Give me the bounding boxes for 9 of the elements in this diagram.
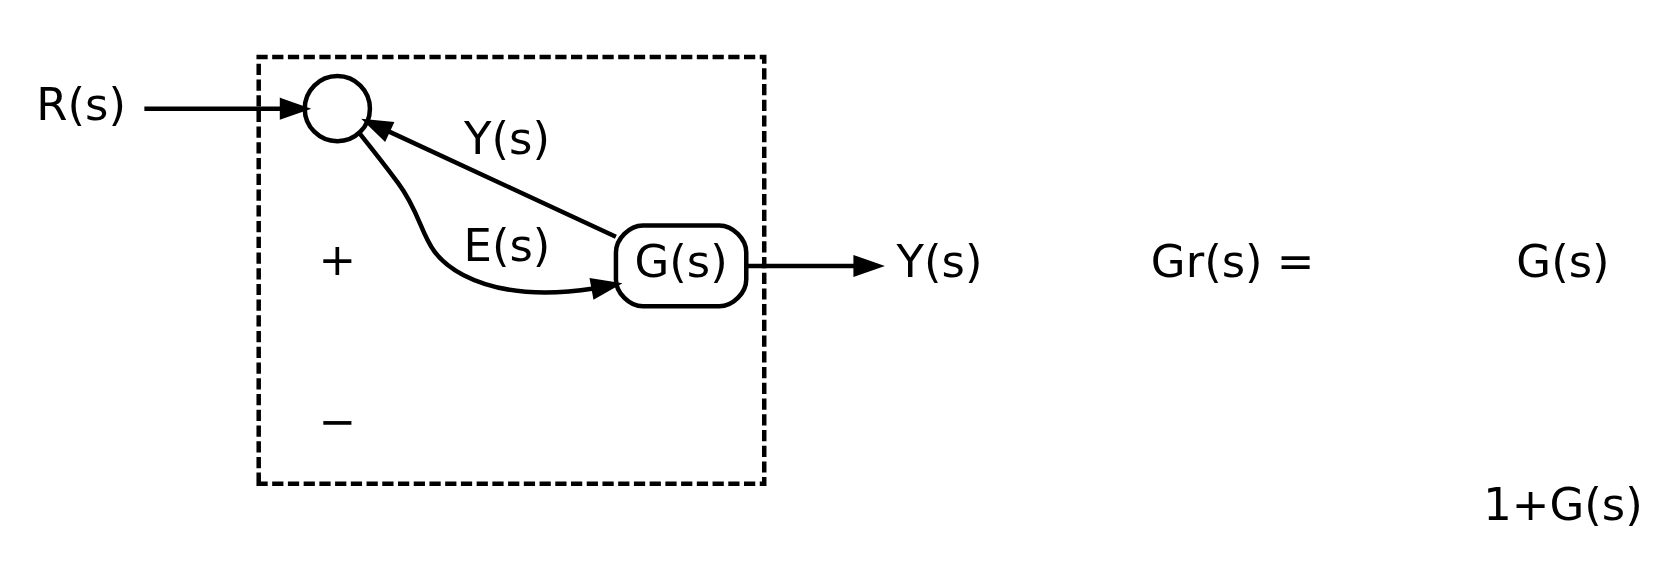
label: G(s): [1516, 235, 1610, 289]
node-text: Y(s): [896, 235, 983, 289]
label: +: [318, 232, 357, 286]
label: −: [318, 394, 357, 448]
label: 1+G(s): [1483, 477, 1643, 531]
edge-label: Y(s): [464, 111, 550, 165]
node-text: R(s): [36, 77, 127, 131]
edge-label: E(s): [463, 219, 551, 273]
label: Gr(s) =: [1150, 235, 1315, 289]
